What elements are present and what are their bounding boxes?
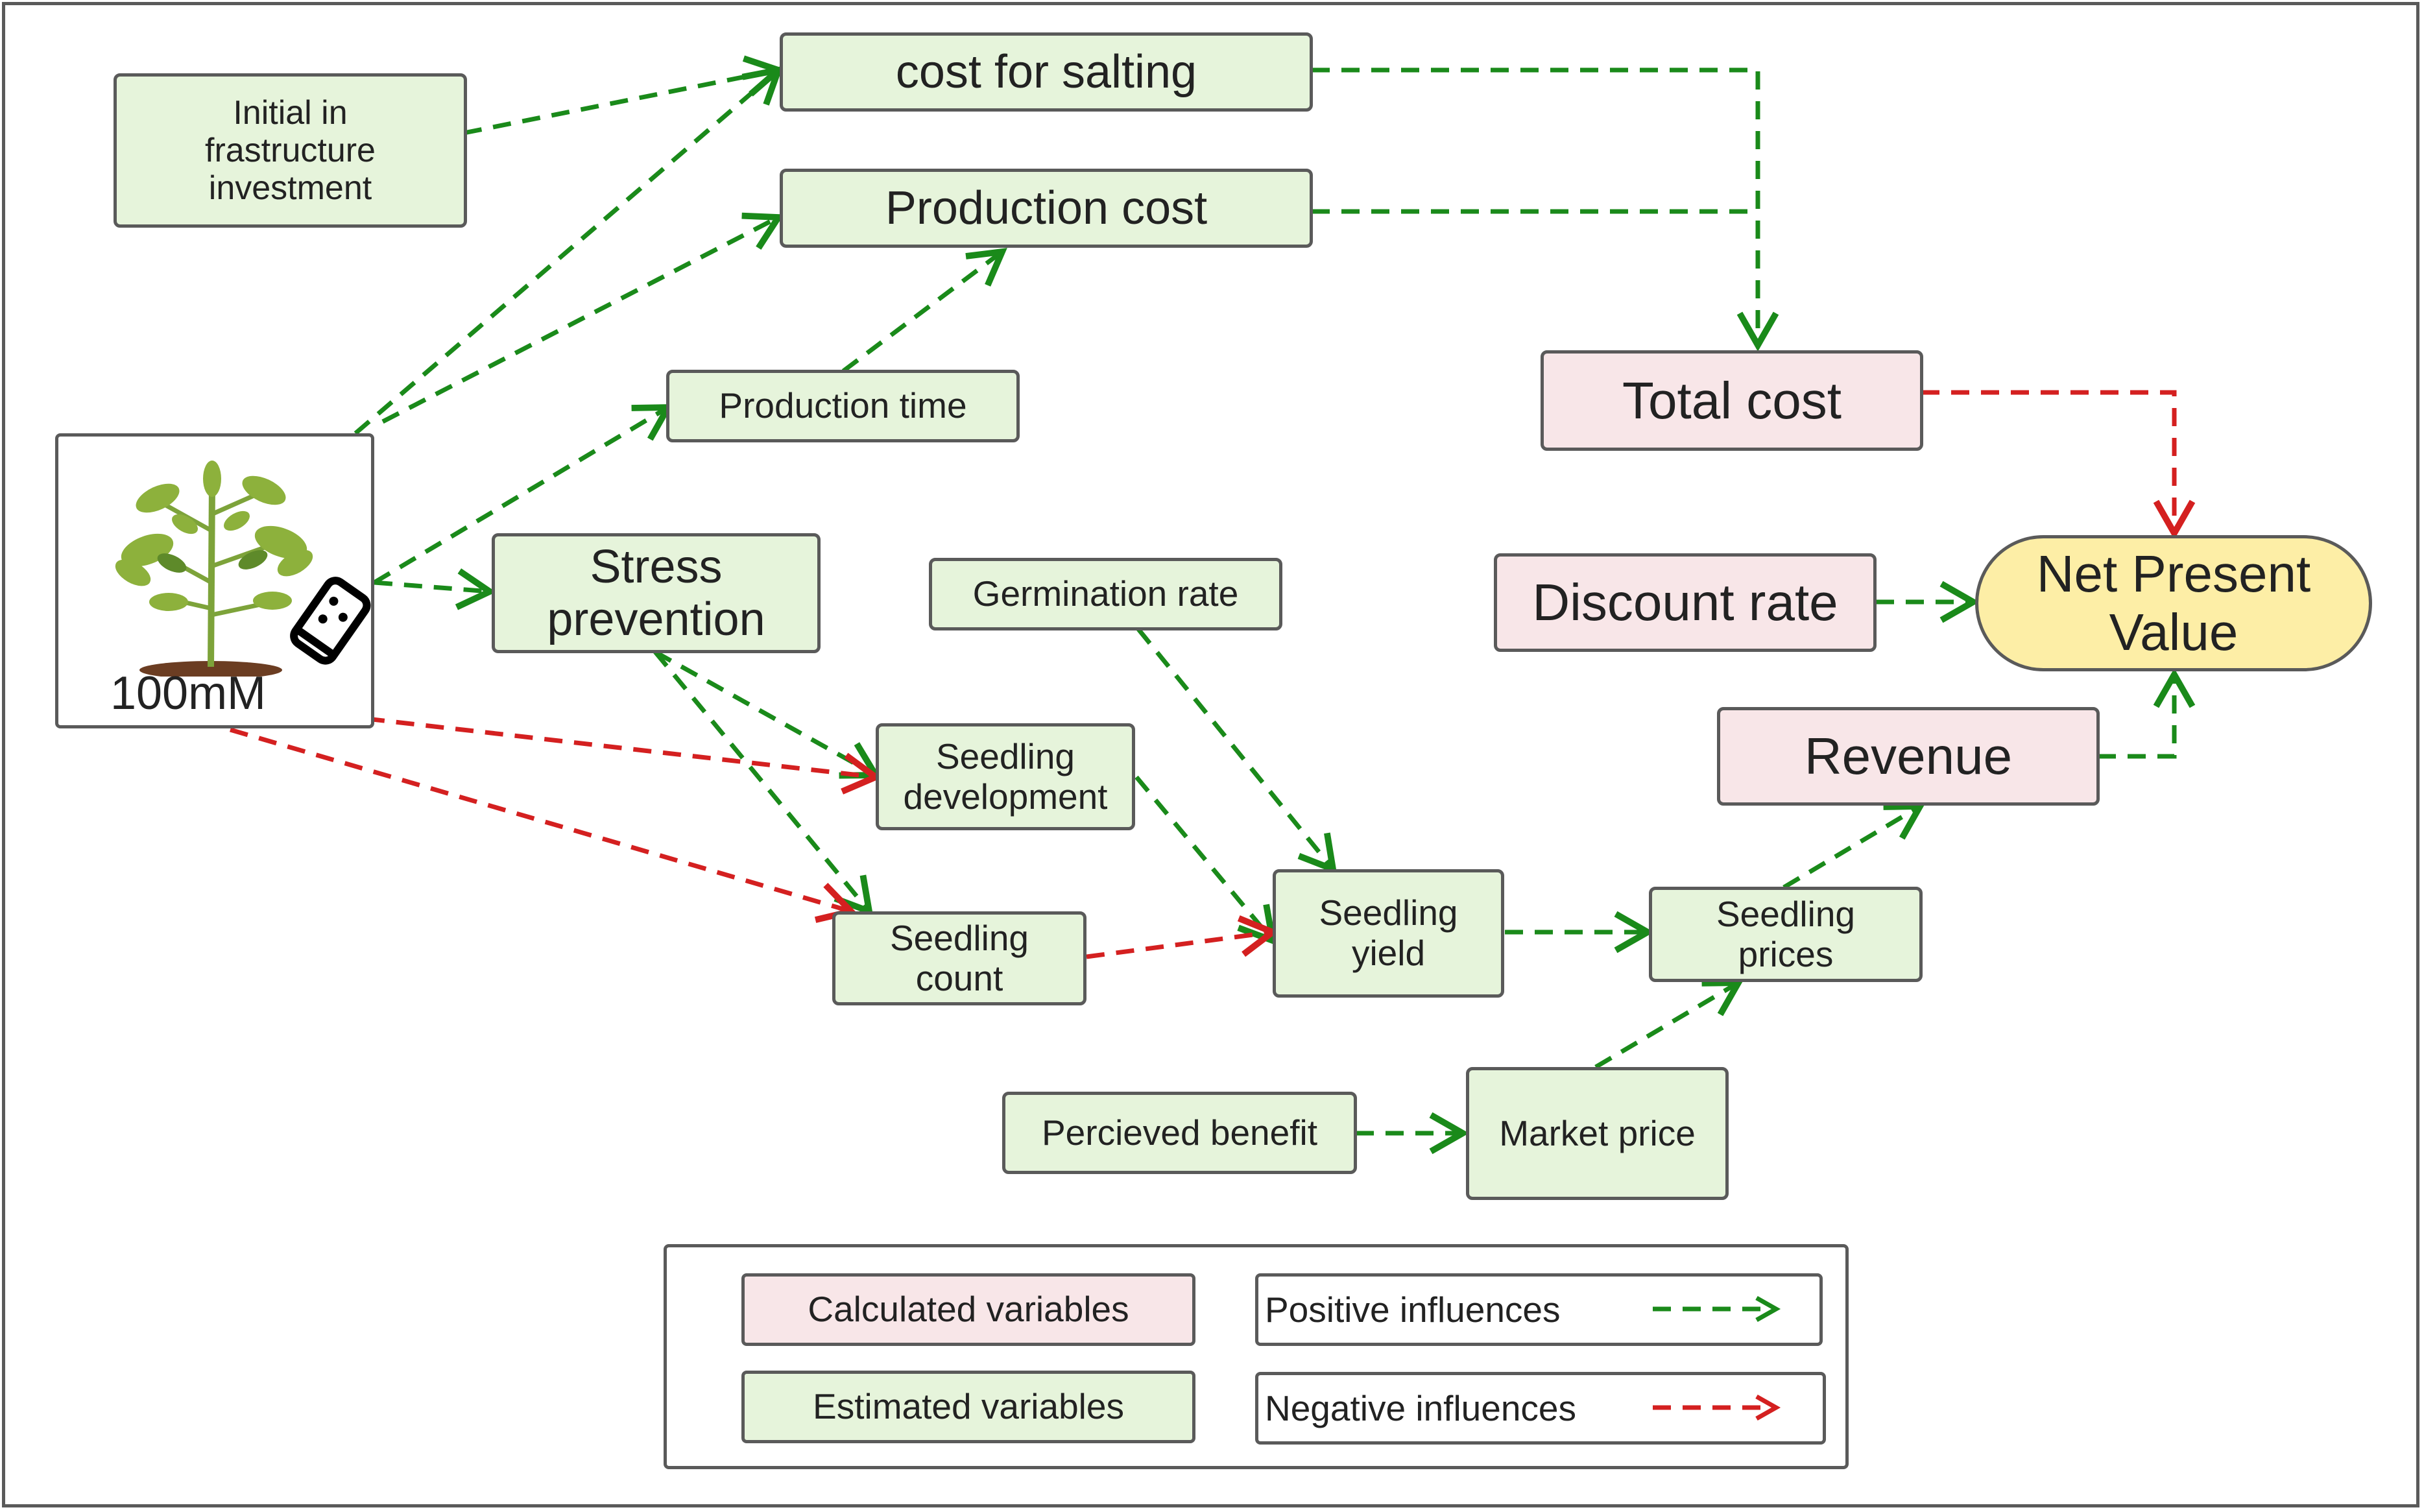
treatment-card: 100mM <box>55 433 374 728</box>
node-npv-label: Net Present Value <box>2036 545 2311 661</box>
node-salting-cost: cost for salting <box>780 32 1313 112</box>
node-revenue: Revenue <box>1717 707 2100 806</box>
legend-estimated-swatch: Estimated variables <box>741 1371 1195 1443</box>
node-production-time: Production time <box>666 370 1020 442</box>
node-germination-rate-label: Germination rate <box>972 573 1239 614</box>
node-infrastructure: Initial in frastructure investment <box>114 73 467 228</box>
node-stress-prevention-label: Stress prevention <box>547 540 765 645</box>
node-discount-rate: Discount rate <box>1494 553 1877 652</box>
node-seedling-development-label: Seedling development <box>903 736 1108 817</box>
node-production-cost-label: Production cost <box>885 182 1208 234</box>
node-stress-prevention: Stress prevention <box>492 533 821 653</box>
node-seedling-prices-label: Seedling prices <box>1716 893 1856 974</box>
node-salting-cost-label: cost for salting <box>895 45 1197 98</box>
plant-icon <box>115 461 313 677</box>
legend-estimated-label: Estimated variables <box>813 1386 1124 1427</box>
legend-negative-label: Negative influences <box>1265 1388 1577 1428</box>
legend-negative-entry: Negative influences <box>1255 1372 1826 1445</box>
legend-positive-label: Positive influences <box>1265 1290 1561 1330</box>
node-seedling-development: Seedling development <box>876 723 1135 830</box>
legend: Calculated variables Estimated variables… <box>664 1244 1849 1469</box>
node-discount-rate-label: Discount rate <box>1532 573 1838 632</box>
node-revenue-label: Revenue <box>1804 727 2013 786</box>
legend-negative-arrow <box>1653 1394 1781 1421</box>
legend-calculated-label: Calculated variables <box>808 1289 1129 1330</box>
node-seedling-prices: Seedling prices <box>1649 887 1923 982</box>
node-npv: Net Present Value <box>1975 535 2372 671</box>
node-infrastructure-label: Initial in frastructure investment <box>205 93 376 208</box>
node-perceived-benefit-label: Percieved benefit <box>1042 1112 1317 1153</box>
node-perceived-benefit: Percieved benefit <box>1002 1092 1357 1174</box>
node-germination-rate: Germination rate <box>929 558 1282 630</box>
salt-shaker-icon <box>290 577 371 665</box>
node-market-price-label: Market price <box>1499 1112 1696 1153</box>
node-total-cost-label: Total cost <box>1622 371 1842 429</box>
node-market-price: Market price <box>1466 1067 1729 1200</box>
legend-calculated-swatch: Calculated variables <box>741 1273 1195 1346</box>
node-seedling-count-label: Seedling count <box>889 917 1029 998</box>
node-seedling-yield: Seedling yield <box>1273 869 1504 998</box>
legend-positive-arrow <box>1653 1295 1781 1323</box>
node-production-time-label: Production time <box>719 385 967 426</box>
treatment-label: 100mM <box>110 667 267 719</box>
node-production-cost: Production cost <box>780 169 1313 248</box>
node-total-cost: Total cost <box>1541 350 1923 451</box>
node-seedling-count: Seedling count <box>832 911 1086 1005</box>
node-seedling-yield-label: Seedling yield <box>1319 893 1458 973</box>
